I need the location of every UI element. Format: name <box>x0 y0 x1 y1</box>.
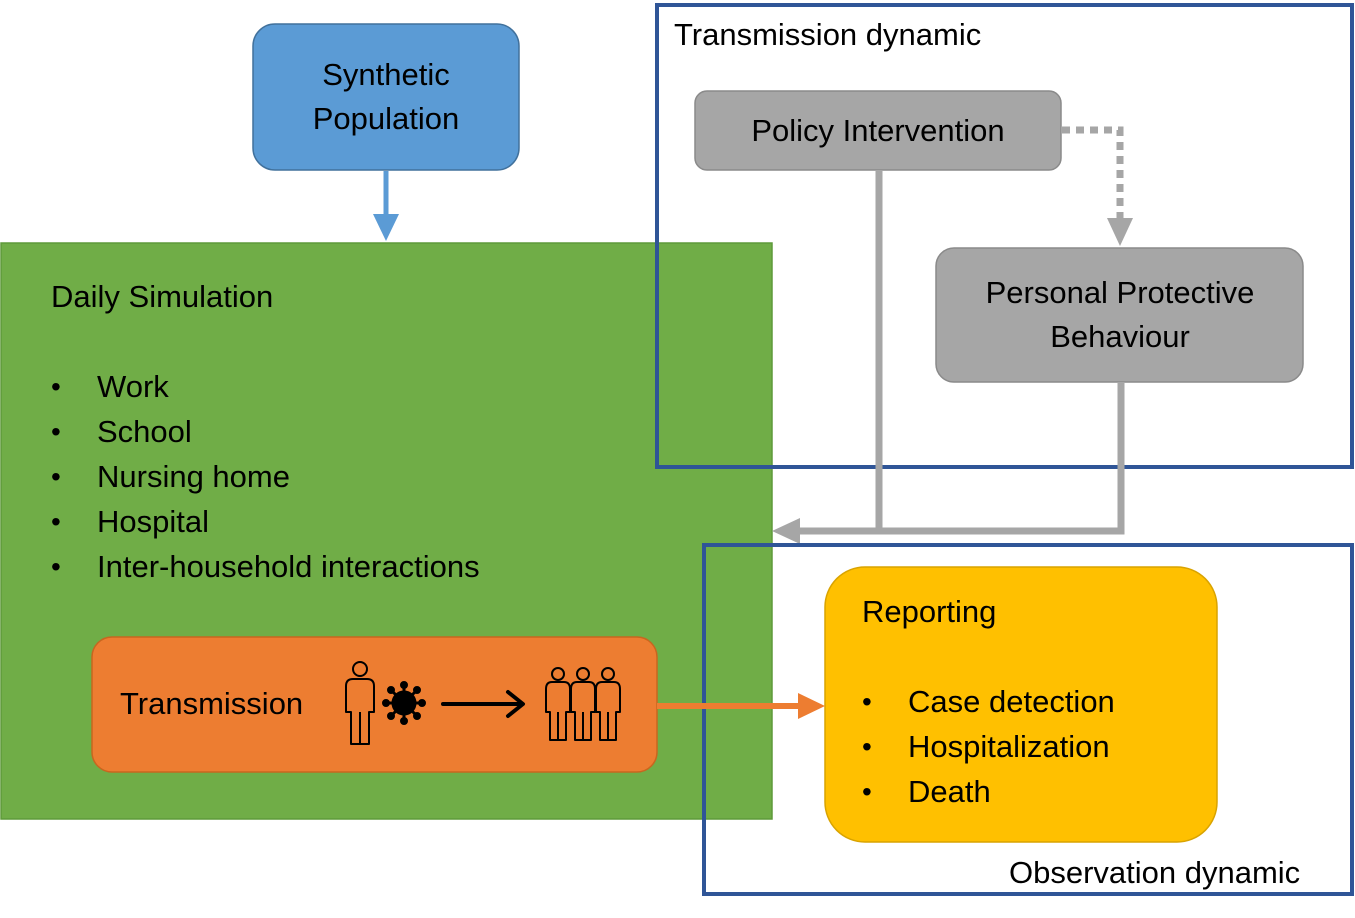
personal-protective-behaviour-box <box>935 247 1304 383</box>
reporting-list: Case detection Hospitalization Death <box>862 679 1115 814</box>
synthetic-population-box <box>252 23 520 171</box>
observation-dynamic-title: Observation dynamic <box>1009 855 1301 890</box>
group-of-people-icon <box>545 667 621 741</box>
list-item: Hospitalization <box>862 724 1115 769</box>
list-item: School <box>51 409 480 454</box>
daily-simulation-list: Work School Nursing home Hospital Inter-… <box>51 364 480 589</box>
list-item: Death <box>862 769 1115 814</box>
virus-icon <box>382 681 426 725</box>
policy-to-behaviour-dotted-connector <box>1062 126 1124 218</box>
observation-dynamic-frame <box>702 543 1354 896</box>
arrow-right-icon <box>441 690 525 718</box>
personal-protective-behaviour-label: Personal Protective Behaviour <box>985 275 1255 354</box>
population-arrowhead <box>373 214 399 241</box>
reporting-title: Reporting <box>862 594 997 629</box>
list-item: Hospital <box>51 499 480 544</box>
policy-intervention-box <box>694 90 1062 171</box>
feedback-arrowhead <box>772 518 800 544</box>
person-icon <box>345 661 375 745</box>
transmission-label: Transmission <box>120 686 304 721</box>
policy-to-behaviour-arrowhead <box>1107 218 1133 246</box>
transmission-arrowhead <box>798 693 825 719</box>
list-item: Inter-household interactions <box>51 544 480 589</box>
policy-intervention-label: Policy Intervention <box>751 113 1005 148</box>
list-item: Nursing home <box>51 454 480 499</box>
list-item: Case detection <box>862 679 1115 724</box>
list-item: Work <box>51 364 480 409</box>
transmission-dynamic-title: Transmission dynamic <box>674 17 982 52</box>
daily-simulation-title: Daily Simulation <box>51 279 274 314</box>
transmission-dynamic-frame <box>655 3 1354 469</box>
synthetic-population-label: Synthetic Population <box>312 57 460 136</box>
behaviour-down-line <box>800 383 1125 535</box>
